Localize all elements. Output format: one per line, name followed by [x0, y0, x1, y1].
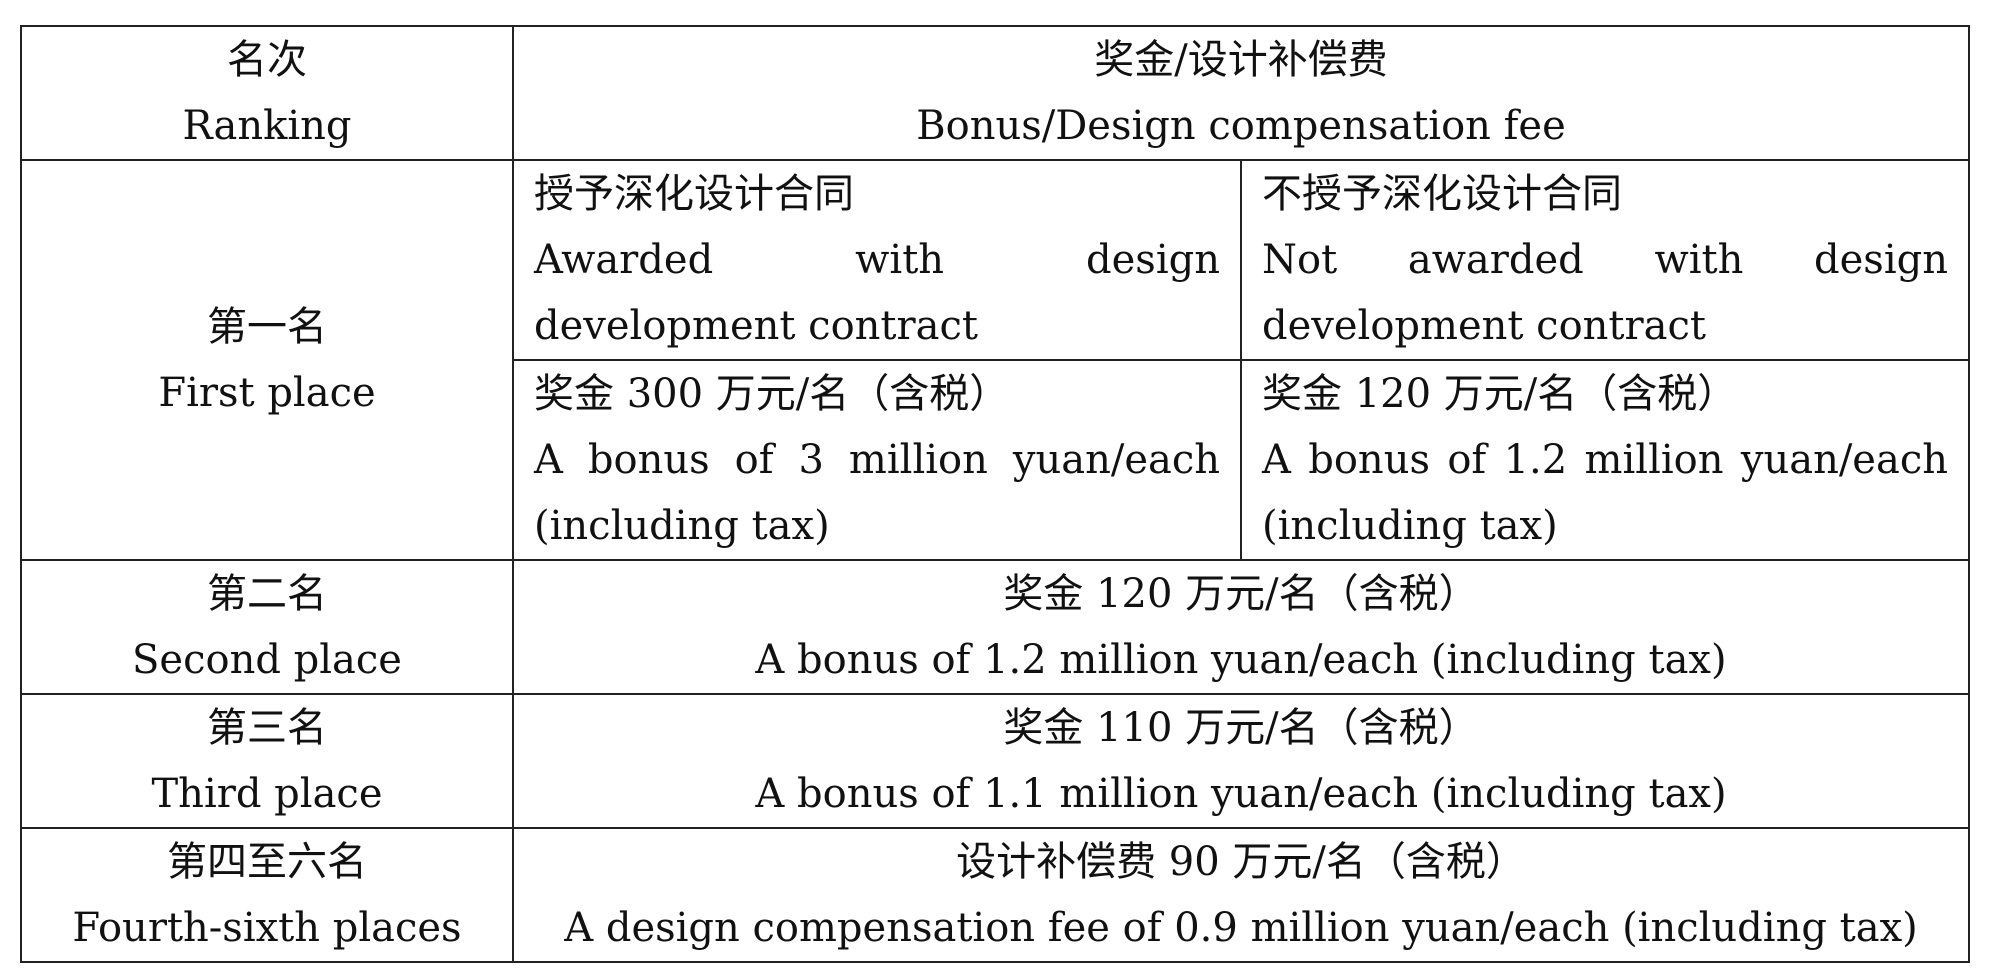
fourth-sixth-rank-en: Fourth-sixth places — [72, 905, 462, 951]
prize-table: 名次 Ranking 奖金/设计补偿费 Bonus/Design compens… — [20, 25, 1970, 963]
third-place-bonus-cell: 奖金 110 万元/名（含税） A bonus of 1.1 million y… — [512, 693, 1970, 829]
fee-header-zh: 奖金/设计补偿费 — [1094, 37, 1388, 83]
second-place-rank-zh: 第二名 — [207, 571, 327, 617]
not-awarded-bonus-cell: 奖金 120 万元/名（含税） A bonus of 1.2 million y… — [1240, 359, 1970, 561]
first-place-bonus-row: 奖金 300 万元/名（含税） A bonus of 3 million yua… — [21, 359, 1970, 561]
fourth-sixth-rank-zh: 第四至六名 — [167, 839, 367, 885]
second-place-bonus-zh: 奖金 120 万元/名（含税） — [1003, 571, 1479, 617]
ranking-header-zh: 名次 — [227, 37, 307, 83]
awarded-contract-en: Awarded with design development contract — [534, 237, 1220, 349]
awarded-bonus-zh: 奖金 300 万元/名（含税） — [534, 371, 1010, 417]
ranking-header-cell: 名次 Ranking — [20, 25, 514, 161]
awarded-bonus-en: A bonus of 3 million yuan/each (includin… — [534, 437, 1220, 549]
first-place-rank-zh: 第一名 — [207, 304, 327, 350]
fourth-sixth-bonus-cell: 设计补偿费 90 万元/名（含税） A design compensation … — [512, 827, 1970, 963]
second-place-bonus-cell: 奖金 120 万元/名（含税） A bonus of 1.2 million y… — [512, 559, 1970, 695]
awarded-contract-zh: 授予深化设计合同 — [534, 171, 854, 217]
fee-header-cell: 奖金/设计补偿费 Bonus/Design compensation fee — [512, 25, 1970, 161]
header-row: 名次 Ranking 奖金/设计补偿费 Bonus/Design compens… — [20, 25, 1970, 161]
not-awarded-bonus-zh: 奖金 120 万元/名（含税） — [1262, 371, 1738, 417]
not-awarded-contract-en: Not awarded with design development cont… — [1262, 237, 1948, 349]
fourth-sixth-bonus-zh: 设计补偿费 90 万元/名（含税） — [956, 839, 1526, 885]
awarded-contract-cell: 授予深化设计合同 Awarded with design development… — [512, 159, 1242, 361]
third-place-rank-zh: 第三名 — [207, 705, 327, 751]
fourth-sixth-rank-cell: 第四至六名 Fourth-sixth places — [20, 827, 514, 963]
awarded-bonus-cell: 奖金 300 万元/名（含税） A bonus of 3 million yua… — [512, 359, 1242, 561]
first-place-rank-en: First place — [158, 370, 376, 416]
third-place-row: 第三名 Third place 奖金 110 万元/名（含税） A bonus … — [20, 693, 1970, 829]
fourth-sixth-bonus-en: A design compensation fee of 0.9 million… — [564, 905, 1918, 951]
fourth-sixth-place-row: 第四至六名 Fourth-sixth places 设计补偿费 90 万元/名（… — [20, 827, 1970, 963]
third-place-bonus-zh: 奖金 110 万元/名（含税） — [1003, 705, 1479, 751]
second-place-row: 第二名 Second place 奖金 120 万元/名（含税） A bonus… — [20, 559, 1970, 695]
second-place-rank-en: Second place — [132, 637, 402, 683]
second-place-bonus-en: A bonus of 1.2 million yuan/each (includ… — [755, 637, 1727, 683]
not-awarded-contract-zh: 不授予深化设计合同 — [1262, 171, 1622, 217]
third-place-bonus-en: A bonus of 1.1 million yuan/each (includ… — [755, 771, 1727, 817]
third-place-rank-en: Third place — [151, 771, 383, 817]
fee-header-en: Bonus/Design compensation fee — [916, 103, 1566, 149]
first-place-rank-cell: 第一名 First place — [20, 159, 514, 561]
second-place-rank-cell: 第二名 Second place — [20, 559, 514, 695]
not-awarded-bonus-en: A bonus of 1.2 million yuan/each (includ… — [1262, 437, 1948, 549]
first-place-row: 第一名 First place 授予深化设计合同 Awarded with de… — [20, 159, 1970, 561]
ranking-header-en: Ranking — [182, 103, 352, 149]
third-place-rank-cell: 第三名 Third place — [20, 693, 514, 829]
not-awarded-contract-cell: 不授予深化设计合同 Not awarded with design develo… — [1240, 159, 1970, 361]
